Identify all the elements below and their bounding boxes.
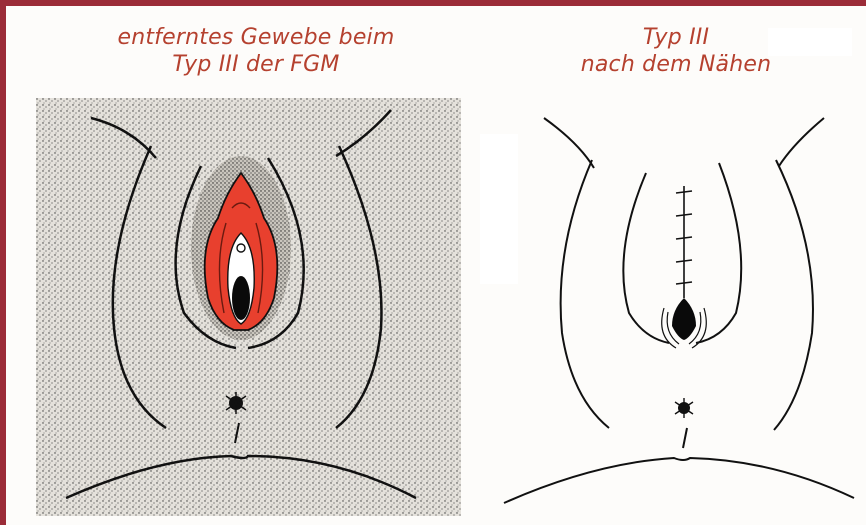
- right-labia-outline: [696, 163, 741, 343]
- right-thigh-line: [774, 160, 813, 430]
- anus-mark: [675, 398, 693, 418]
- blank-patch: [768, 28, 852, 56]
- left-thigh-line: [561, 160, 609, 428]
- left-caption-line-1: entferntes Gewebe beim: [76, 24, 436, 51]
- buttocks-line: [504, 458, 854, 503]
- left-illustration: [36, 98, 466, 518]
- introitus: [232, 276, 250, 320]
- left-caption-line-2: Typ III der FGM: [76, 51, 436, 78]
- right-illustration: [484, 98, 864, 518]
- upper-left-curve: [544, 118, 594, 168]
- remaining-opening: [662, 298, 707, 348]
- perineal-line: [683, 428, 687, 448]
- left-caption: entferntes Gewebe beim Typ III der FGM: [76, 24, 436, 78]
- suture-line: [676, 186, 692, 298]
- upper-right-curve: [779, 118, 824, 166]
